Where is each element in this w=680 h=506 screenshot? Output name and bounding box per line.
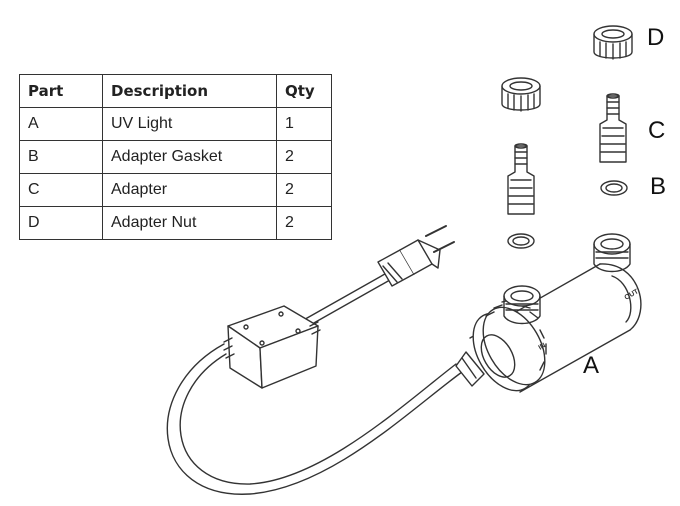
cell-qty: 2 [276, 173, 332, 207]
cell-part: B [19, 140, 103, 174]
ballast-box [223, 305, 321, 389]
inlet-marking: IN [538, 342, 548, 352]
table-row: B Adapter Gasket 2 [19, 140, 332, 174]
inlet-port [503, 285, 541, 325]
table-row: A UV Light 1 [19, 107, 332, 141]
header-qty: Qty [276, 74, 332, 108]
callout-c: C [648, 117, 666, 144]
uv-light-body [455, 263, 642, 393]
cell-description: Adapter [102, 173, 277, 207]
cell-qty: 1 [276, 107, 332, 141]
cell-qty: 2 [276, 206, 332, 240]
adapter-nut-left [501, 77, 541, 112]
cell-description: UV Light [102, 107, 277, 141]
header-description: Description [102, 74, 277, 108]
power-plug [377, 225, 455, 287]
table-row: D Adapter Nut 2 [19, 206, 332, 240]
adapter-left [507, 143, 535, 215]
cell-description: Adapter Nut [102, 206, 277, 240]
cell-part: A [19, 107, 103, 141]
callout-a: A [583, 352, 600, 379]
adapter-nut-right [593, 25, 633, 60]
callout-b: B [650, 173, 667, 200]
cell-description: Adapter Gasket [102, 140, 277, 174]
adapter-right [599, 93, 627, 163]
table-header-row: Part Description Qty [19, 74, 332, 108]
header-part: Part [19, 74, 103, 108]
parts-table: Part Description Qty A UV Light 1 B Adap… [19, 74, 332, 240]
cell-part: D [19, 206, 103, 240]
cell-part: C [19, 173, 103, 207]
adapter-gasket-left [507, 233, 535, 249]
adapter-gasket-right [600, 180, 628, 196]
callout-d: D [647, 24, 665, 51]
cell-qty: 2 [276, 140, 332, 174]
power-cord-lower [166, 343, 463, 495]
power-cord-upper [299, 269, 398, 329]
outlet-port [593, 233, 631, 273]
table-row: C Adapter 2 [19, 173, 332, 207]
